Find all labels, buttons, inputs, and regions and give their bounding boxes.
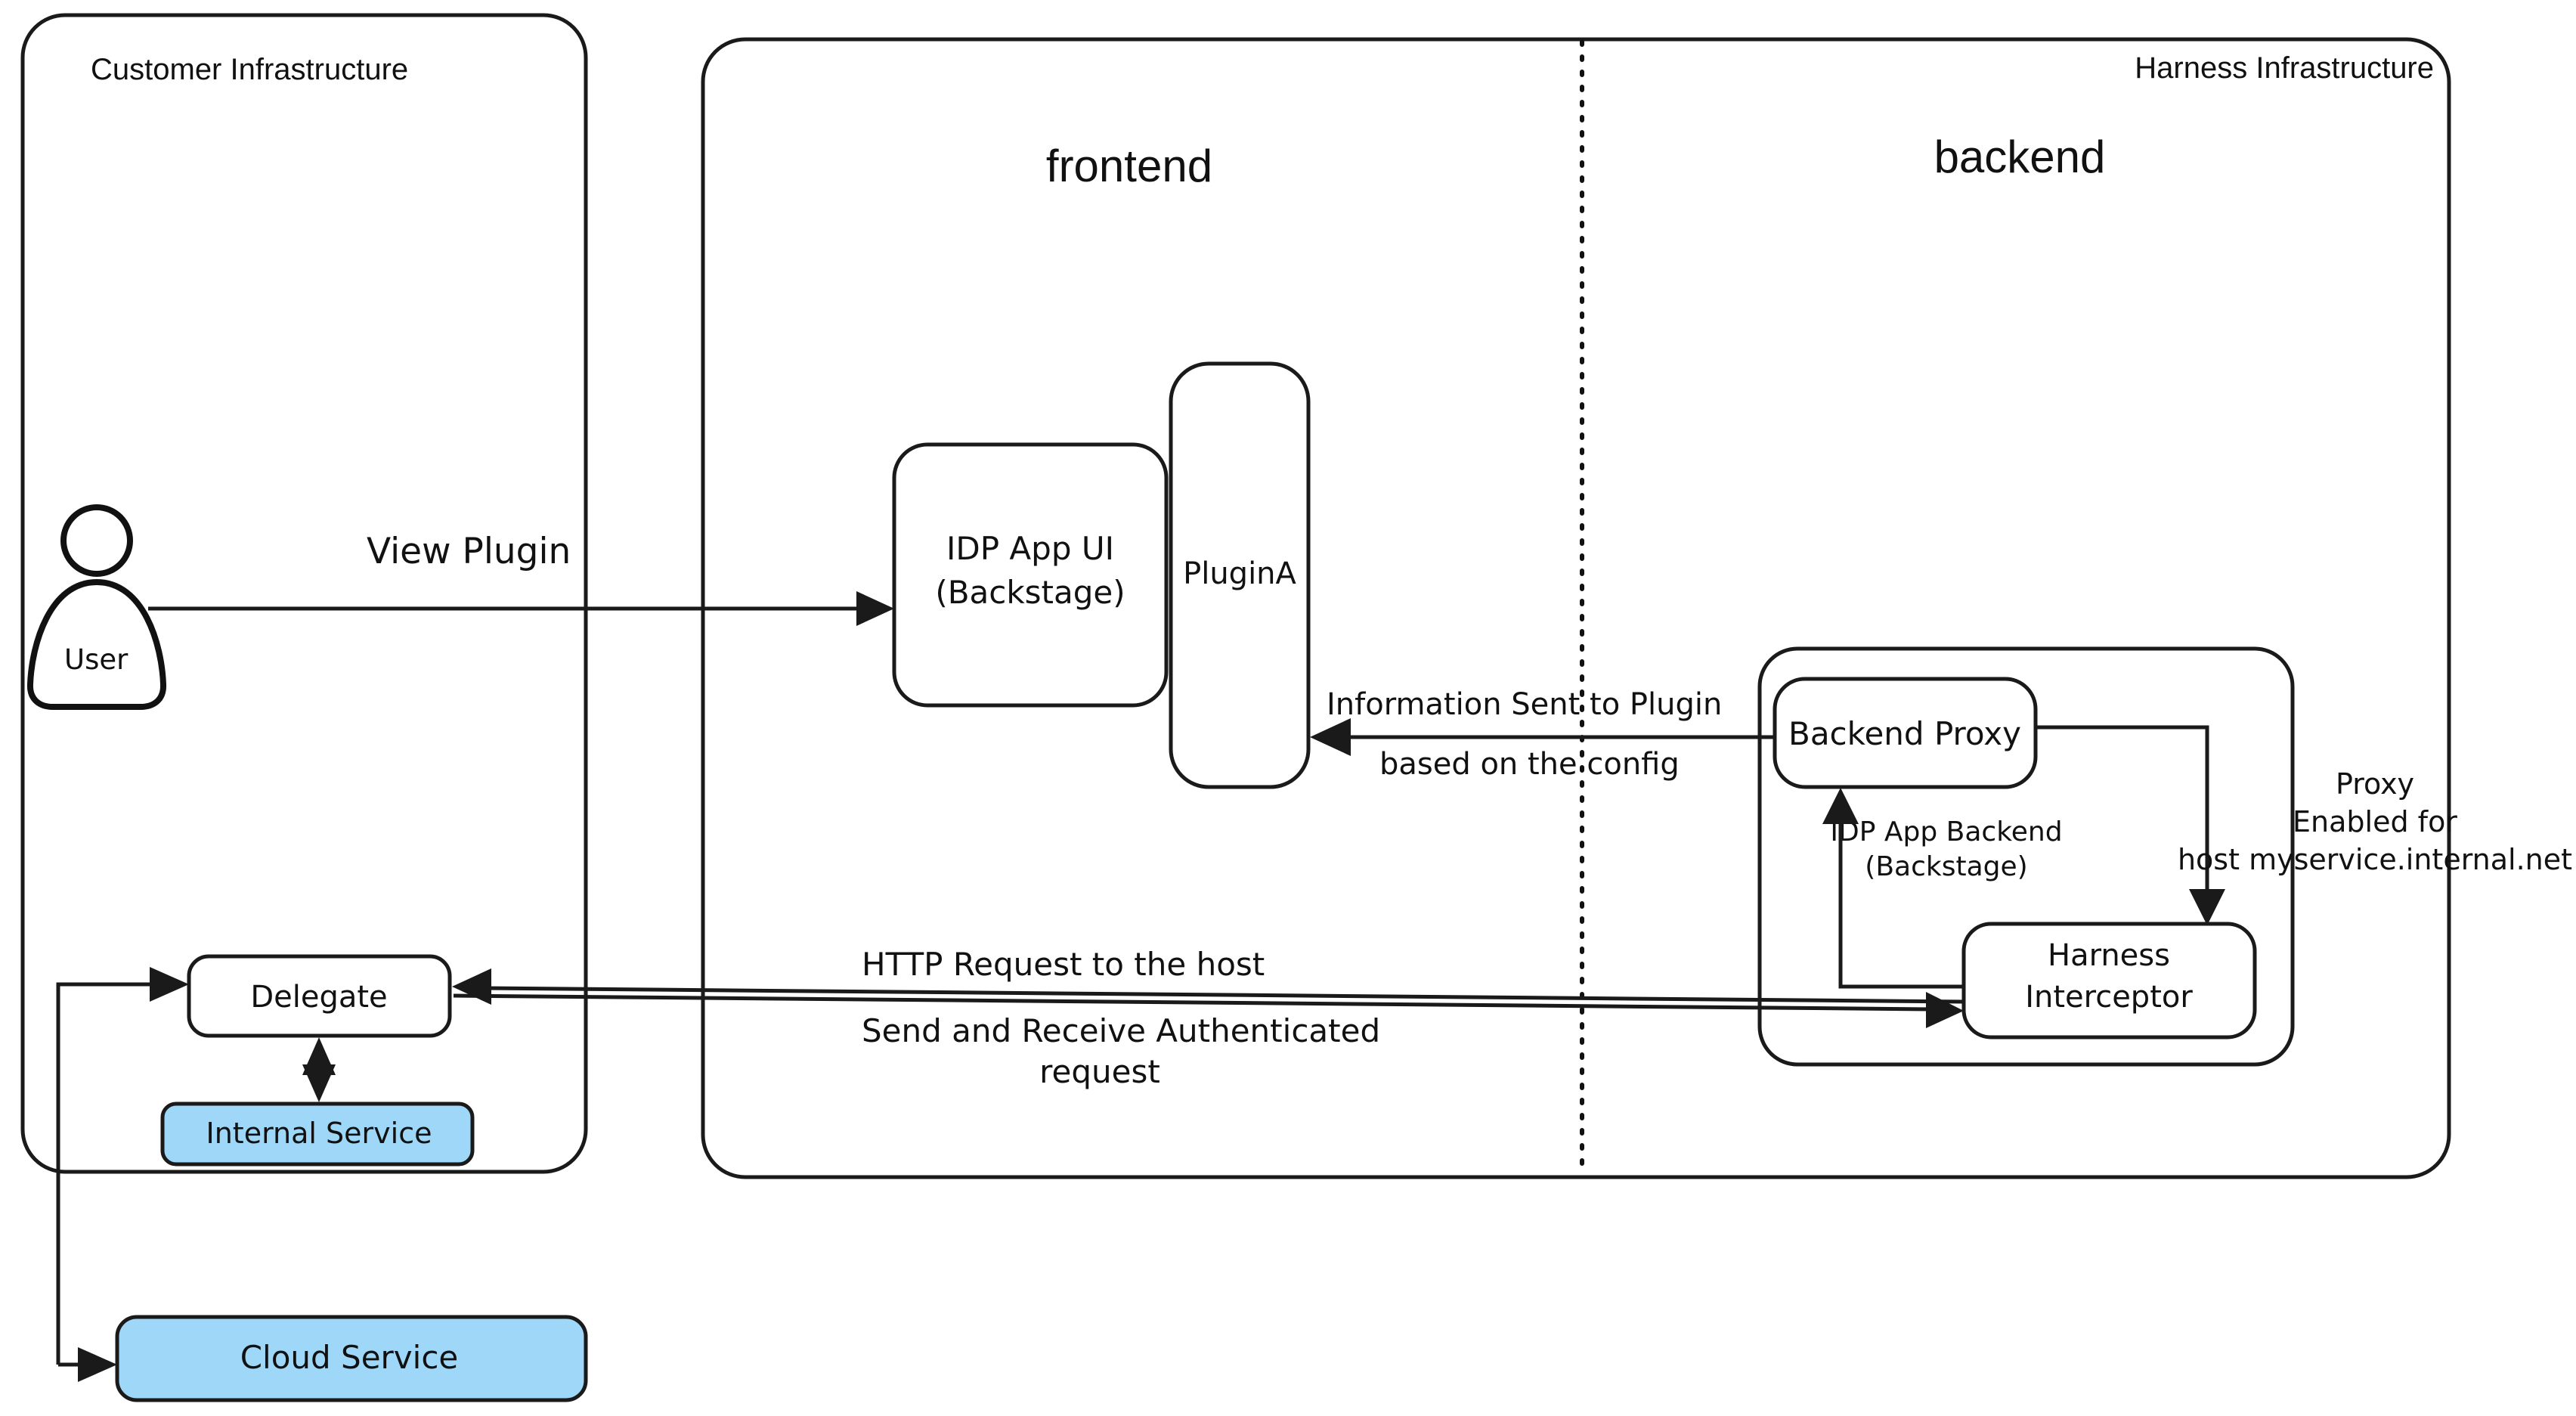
edge-backend-proxy-to-plugin-a xyxy=(1310,718,1775,756)
node-internal-service[interactable]: Internal Service xyxy=(160,1102,475,1167)
edge-branch-to-delegate-arrowhead xyxy=(150,967,189,1002)
internal-service-label: Internal Service xyxy=(206,1117,432,1150)
edge-label-http-request-below-2: request xyxy=(1039,1053,1160,1090)
user-actor-label: User xyxy=(64,643,128,676)
section-title-backend: backend xyxy=(1934,132,2106,182)
node-delegate[interactable]: Delegate xyxy=(187,954,452,1038)
edge-branch-to-delegate-line xyxy=(56,982,151,1365)
delegate-label: Delegate xyxy=(250,980,387,1015)
backend-proxy-label: Backend Proxy xyxy=(1788,715,2021,752)
harness-infrastructure-label: Harness Infrastructure xyxy=(2135,51,2434,85)
customer-infrastructure-label: Customer Infrastructure xyxy=(91,53,408,86)
edge-backend-proxy-to-interceptor-arrowhead xyxy=(2189,889,2225,925)
delegate-box[interactable] xyxy=(187,954,452,1038)
edge-label-information-sent-below: based on the config xyxy=(1379,747,1680,782)
edge-delegate-internal-service xyxy=(302,1037,336,1102)
plugin-a-label: PluginA xyxy=(1183,556,1296,591)
node-harness-interceptor[interactable]: Harness Interceptor xyxy=(1961,922,2257,1040)
annotation-proxy-enabled-line3: host myservice.internal.net xyxy=(2178,843,2572,876)
edge-branch-to-delegate-and-cloud xyxy=(56,967,189,1382)
section-title-frontend: frontend xyxy=(1046,141,1212,191)
node-idp-app-ui[interactable]: IDP App UI (Backstage) xyxy=(892,442,1169,708)
edge-interceptor-to-delegate-line xyxy=(483,986,1965,1004)
node-plugin-a[interactable]: PluginA xyxy=(1169,361,1311,789)
edge-interceptor-to-backend-proxy xyxy=(1822,788,1964,989)
harness-interceptor-label-line2: Interceptor xyxy=(2025,980,2193,1015)
edge-label-information-sent-above: Information Sent to Plugin xyxy=(1327,687,1722,722)
user-actor: User xyxy=(26,504,167,710)
node-cloud-service[interactable]: Cloud Service xyxy=(115,1315,588,1402)
annotation-proxy-enabled-line1: Proxy xyxy=(2336,767,2414,801)
harness-interceptor-box[interactable] xyxy=(1961,922,2257,1040)
user-actor-icon-body xyxy=(26,579,167,710)
idp-app-ui-label-line1: IDP App UI xyxy=(946,530,1114,567)
idp-app-backend-label-line2: (Backstage) xyxy=(1865,851,2027,882)
cloud-service-label: Cloud Service xyxy=(240,1339,459,1376)
customer-infrastructure-box xyxy=(20,13,588,1174)
idp-app-ui-label-line2: (Backstage) xyxy=(935,574,1125,611)
edge-user-to-idp-app-ui-arrowhead xyxy=(856,591,894,626)
edge-interceptor-to-delegate-arrowhead xyxy=(452,968,491,1005)
edge-interceptor-to-backend-proxy-line xyxy=(1838,813,1964,989)
edge-delegate-to-interceptor-line xyxy=(453,993,1936,1012)
backend-proxy-box[interactable] xyxy=(1773,677,2038,789)
edge-interceptor-to-backend-proxy-arrowhead xyxy=(1822,788,1859,824)
edge-backend-proxy-to-interceptor-line xyxy=(2036,725,2209,901)
edge-label-http-request-below-1: Send and Receive Authenticated xyxy=(862,1012,1380,1049)
cloud-service-box[interactable] xyxy=(115,1315,588,1402)
edge-branch-to-cloud-arrowhead xyxy=(78,1347,117,1382)
edge-label-view-plugin: View Plugin xyxy=(367,531,571,572)
harness-interceptor-label-line1: Harness xyxy=(2048,938,2170,973)
edge-user-to-idp-app-ui xyxy=(148,591,894,626)
edge-label-http-request-above: HTTP Request to the host xyxy=(862,946,1265,983)
annotation-proxy-enabled: Proxy Enabled for host myservice.interna… xyxy=(2178,767,2572,876)
edge-delegate-internal-service-arrowhead-down xyxy=(302,1064,336,1102)
user-actor-icon-head xyxy=(60,504,133,577)
node-backend-proxy[interactable]: Backend Proxy xyxy=(1773,677,2038,789)
edge-backend-proxy-to-interceptor xyxy=(2036,725,2225,925)
container-customer-infrastructure: Customer Infrastructure xyxy=(20,13,588,1174)
annotation-proxy-enabled-line2: Enabled for xyxy=(2293,805,2457,838)
edge-interceptor-to-delegate xyxy=(452,968,1965,1005)
plugin-a-box[interactable] xyxy=(1169,361,1311,789)
edge-backend-proxy-to-plugin-a-arrowhead xyxy=(1310,718,1351,756)
idp-app-ui-box[interactable] xyxy=(892,442,1169,708)
internal-service-box[interactable] xyxy=(160,1102,475,1167)
idp-app-backend-label-line1: IDP App Backend xyxy=(1830,816,2062,847)
